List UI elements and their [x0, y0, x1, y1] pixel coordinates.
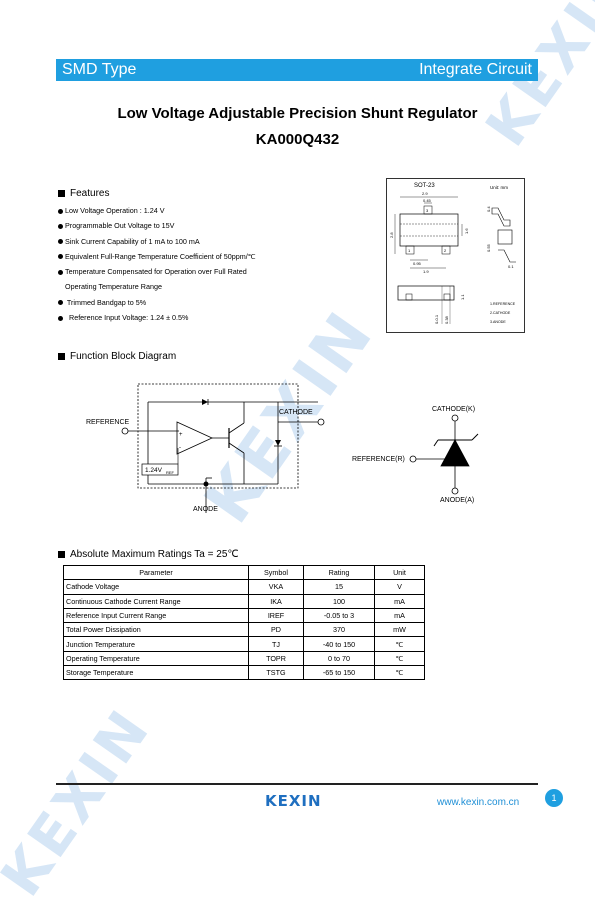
- table-header-row: Parameter Symbol Rating Unit: [63, 564, 425, 581]
- bullet-icon: [58, 239, 63, 245]
- ratings-table: Parameter Symbol Rating Unit Cathode Vol…: [63, 564, 425, 681]
- circuit-symbol: CATHODE(K) REFERENCE(R) ANODE(A): [352, 406, 479, 504]
- feature-item: Equivalent Full-Range Temperature Coeffi…: [58, 249, 256, 264]
- dim-label: 1.6: [464, 228, 469, 234]
- feature-item: Trimmed Bandgap to 5%: [58, 295, 256, 310]
- dim-label: 0.45: [423, 198, 432, 203]
- features-heading: Features: [58, 188, 109, 199]
- feature-item: Operating Temperature Range: [65, 282, 162, 292]
- dim-label: 0.4: [486, 206, 491, 212]
- dim-label: 0.1: [508, 264, 514, 269]
- feature-item: Low Voltage Operation : 1.24 V: [58, 203, 256, 218]
- ratings-heading: Absolute Maximum Ratings Ta = 25℃: [58, 549, 239, 560]
- feature-item: Temperature Compensated for Operation ov…: [58, 264, 256, 279]
- square-bullet-icon: [58, 551, 65, 558]
- features-heading-text: Features: [70, 188, 110, 199]
- bullet-icon: [58, 300, 63, 306]
- symbol-anode-label: ANODE(A): [440, 497, 474, 504]
- bullet-icon: [58, 208, 63, 214]
- pin-label: 1: [408, 248, 411, 253]
- pin-label: 3: [426, 208, 429, 213]
- header-right: Integrate Circuit: [419, 61, 532, 78]
- reference-label: REFERENCE: [86, 419, 130, 426]
- dim-label: 0.95: [413, 261, 422, 266]
- function-block-heading: Function Block Diagram: [58, 351, 176, 362]
- pin-legend-item: 3.ANODE: [490, 320, 506, 324]
- bullet-icon: [58, 269, 63, 275]
- bullet-icon: [58, 254, 63, 260]
- anode-label: ANODE: [193, 506, 218, 513]
- vref-label: 1.24V: [145, 467, 163, 474]
- feature-item: Reference Input Voltage: 1.24 ± 0.5%: [58, 310, 256, 325]
- footer-brand-logo: KEXIN: [265, 792, 322, 810]
- dim-label: 0.55: [486, 243, 491, 252]
- cathode-label: CATHODE: [279, 409, 313, 416]
- dim-label: 0-0.1: [434, 314, 439, 324]
- page-title: Low Voltage Adjustable Precision Shunt R…: [117, 105, 478, 122]
- square-bullet-icon: [58, 353, 65, 360]
- vref-sub-label: REF: [166, 470, 175, 475]
- package-outline-drawing: SOT-23 Unit: mm 3 1 2 2.9 0.45 2.8 1.6 0…: [386, 178, 525, 333]
- part-number: KA000Q432: [255, 131, 340, 148]
- plus-sign: +: [179, 432, 183, 438]
- dim-label: 2.9: [422, 191, 428, 196]
- bullet-icon: [58, 315, 63, 321]
- minus-sign: -: [179, 445, 181, 451]
- symbol-cathode-label: CATHODE(K): [432, 406, 475, 413]
- watermark: KEXIN: [0, 696, 164, 908]
- footer-divider: [56, 783, 538, 785]
- page-number-badge: 1: [545, 789, 563, 807]
- header-left: SMD Type: [62, 61, 137, 78]
- features-list: Low Voltage Operation : 1.24 V Programma…: [58, 203, 256, 325]
- pin-legend-item: 2.CATHODE: [490, 311, 511, 315]
- function-block-diagram: REFERENCE + - CATHODE 1.24V REF ANODE: [86, 383, 325, 513]
- package-name: SOT-23: [414, 183, 435, 189]
- package-unit: Unit: mm: [490, 185, 508, 190]
- square-bullet-icon: [58, 190, 65, 197]
- pin-legend-item: 1.REFERENCE: [490, 302, 516, 306]
- pin-label: 2: [444, 248, 447, 253]
- header-bar: SMD Type Integrate Circuit: [56, 59, 538, 81]
- bullet-icon: [58, 223, 63, 229]
- dim-label: 1.9: [423, 269, 429, 274]
- dim-label: 1.1: [460, 294, 465, 300]
- feature-item: Programmable Out Voltage to 15V: [58, 218, 256, 233]
- dim-label: 0.38: [444, 315, 449, 324]
- dim-label: 2.8: [389, 232, 394, 238]
- symbol-reference-label: REFERENCE(R): [352, 456, 405, 463]
- feature-item: Sink Current Capability of 1 mA to 100 m…: [58, 234, 256, 249]
- footer-url[interactable]: www.kexin.com.cn: [437, 797, 520, 808]
